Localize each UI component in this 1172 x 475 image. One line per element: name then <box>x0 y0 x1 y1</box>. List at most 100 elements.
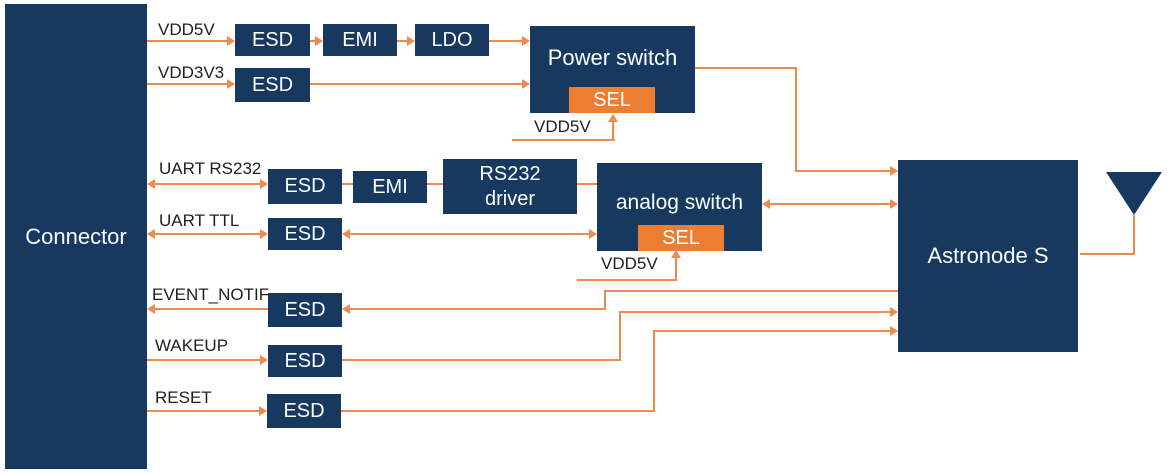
arrowhead-wakeup-esd <box>260 355 268 365</box>
sel-label: SEL <box>593 88 631 111</box>
signal-label-vdd5v: VDD5V <box>158 20 215 39</box>
esd-label: ESD <box>284 349 326 372</box>
arrowhead-vdd5v-sel-power <box>608 114 618 122</box>
wire-vdd5v-sel-analog <box>675 258 677 281</box>
esd-block-uart-ttl: ESD <box>268 218 342 250</box>
astronode-block: Astronode S <box>898 160 1078 352</box>
signal-label-uart-rs232: UART RS232 <box>159 159 262 178</box>
wire-vdd5v-sel-power <box>612 122 614 141</box>
esd-label: ESD <box>251 73 294 96</box>
wire-power-astronode <box>695 67 797 69</box>
esd-label: ESD <box>283 399 325 422</box>
esd-label: ESD <box>284 222 326 245</box>
arrowhead-reset-astronode <box>890 326 898 336</box>
wire-esd-emi <box>310 40 315 42</box>
wire-reset <box>341 410 655 412</box>
wire-reset <box>653 330 890 332</box>
signal-label-vdd5v-analog-sel: VDD5V <box>601 254 658 273</box>
wire-reset <box>653 330 655 412</box>
wire-event-notif <box>350 308 606 310</box>
arrowhead-emi-ldo <box>407 36 415 46</box>
wire-reset <box>147 410 259 412</box>
analog-switch-label: analog switch <box>615 191 744 214</box>
wire-vdd3v3 <box>147 83 227 85</box>
arrowhead-wakeup-astronode <box>890 307 898 317</box>
wire-vdd5v-sel-analog <box>577 279 677 281</box>
wire-event-notif <box>155 308 268 310</box>
wire-vdd5v <box>147 40 228 42</box>
arrowhead-uart-ttl-left <box>147 229 155 239</box>
wire-analog-astronode <box>770 203 890 205</box>
power-switch-label: Power switch <box>547 45 678 70</box>
emi-block-uart: EMI <box>353 171 427 203</box>
esd-block-vdd3v3: ESD <box>235 68 310 102</box>
arrowhead-uart-rs232-right <box>260 179 268 189</box>
signal-label-vdd5v-power-sel: VDD5V <box>534 117 591 136</box>
wire-event-notif <box>606 290 898 292</box>
rs232-driver-label: RS232 driver <box>479 162 541 210</box>
arrowhead-analog-astronode-left <box>762 199 770 209</box>
arrowhead-uart-ttl-right <box>260 229 268 239</box>
arrowhead-vdd5v-sel-analog <box>671 250 681 258</box>
esd-label: ESD <box>284 298 326 321</box>
emi-label: EMI <box>372 175 408 198</box>
wire-esd-power <box>310 83 522 85</box>
wire-wakeup <box>147 359 260 361</box>
arrowhead-esd-analog-right <box>589 229 597 239</box>
arrowhead-event-notif-connector <box>147 304 155 314</box>
wire-driver-analog <box>577 183 597 185</box>
wire-power-astronode <box>795 170 890 172</box>
signal-label-event-notif: EVENT_NOTIF <box>152 285 270 304</box>
connector-label: Connector <box>25 223 127 249</box>
connector-block: Connector <box>5 4 147 469</box>
esd-block-reset: ESD <box>267 394 341 428</box>
power-switch-block: Power switch SEL <box>530 26 695 113</box>
emi-block-vdd5v: EMI <box>323 24 397 56</box>
signal-label-uart-ttl: UART TTL <box>159 211 240 230</box>
esd-block-uart-rs232: ESD <box>268 169 342 204</box>
esd-block-event-notif: ESD <box>268 293 342 327</box>
antenna-icon <box>1106 172 1162 215</box>
arrowhead-vdd3v3 <box>227 79 235 89</box>
ldo-block: LDO <box>415 24 489 56</box>
esd-block-vdd5v: ESD <box>235 24 310 56</box>
ldo-label: LDO <box>431 28 473 51</box>
arrowhead-uart-rs232-left <box>147 179 155 189</box>
arrowhead-esd-power <box>522 79 530 89</box>
sel-label: SEL <box>662 226 700 249</box>
wire-power-astronode <box>795 67 797 172</box>
arrowhead-event-notif-esd <box>342 304 350 314</box>
wire-uart-rs232 <box>155 183 260 185</box>
arrowhead-reset-esd <box>259 406 267 416</box>
power-switch-sel-badge: SEL <box>569 87 655 113</box>
emi-label: EMI <box>342 28 378 51</box>
esd-block-wakeup: ESD <box>268 345 342 377</box>
signal-label-wakeup: WAKEUP <box>155 336 229 355</box>
wire-emi-ldo <box>397 40 407 42</box>
analog-switch-sel-badge: SEL <box>638 225 724 251</box>
wire-wakeup <box>619 311 890 313</box>
arrowhead-vdd5v <box>227 36 235 46</box>
wire-wakeup <box>342 359 621 361</box>
analog-switch-block: analog switch SEL <box>597 163 762 251</box>
signal-label-vdd3v3: VDD3V3 <box>158 63 225 82</box>
arrowhead-analog-astronode-right <box>890 199 898 209</box>
wire-vdd5v-sel-power <box>512 139 615 141</box>
wire-ldo-power <box>489 40 522 42</box>
wire-uart-ttl <box>155 233 260 235</box>
arrowhead-power-astronode <box>890 166 898 176</box>
antenna-feed-wire <box>1133 215 1135 255</box>
astronode-label: Astronode S <box>927 243 1049 268</box>
wire-event-notif <box>604 290 606 310</box>
arrowhead-esd-emi <box>315 36 323 46</box>
arrowhead-ldo-power <box>522 36 530 46</box>
esd-label: ESD <box>251 28 294 51</box>
arrowhead-esd-analog-left <box>342 229 350 239</box>
signal-label-reset: RESET <box>155 388 212 407</box>
wire-emi-driver <box>427 183 443 185</box>
esd-label: ESD <box>284 175 326 197</box>
antenna-feed-wire <box>1080 253 1135 255</box>
wire-esd-analog <box>350 233 589 235</box>
rs232-driver-block: RS232 driver <box>443 159 577 214</box>
